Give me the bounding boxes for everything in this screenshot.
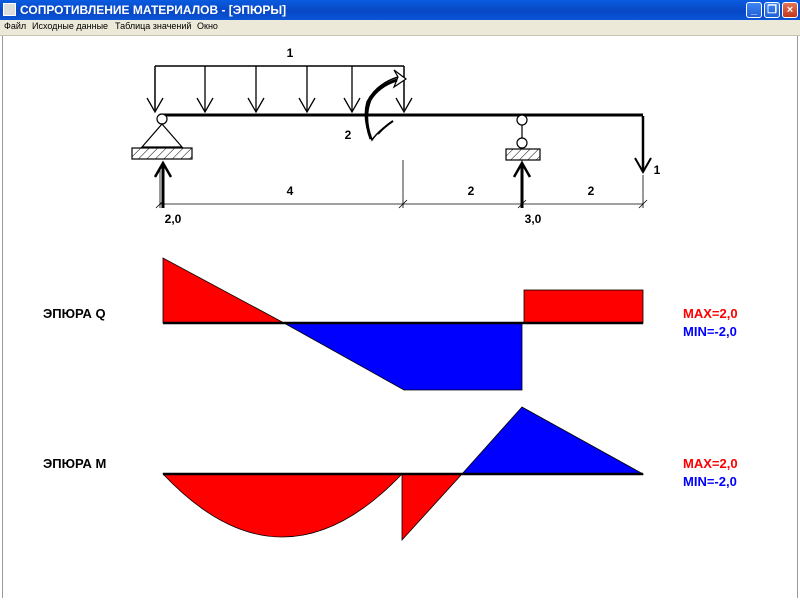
menu-values-table[interactable]: Таблица значений bbox=[115, 21, 192, 31]
window-title: СОПРОТИВЛЕНИЕ МАТЕРИАЛОВ - [ЭПЮРЫ] bbox=[20, 3, 287, 17]
menu-window[interactable]: Окно bbox=[197, 21, 218, 31]
m-positive-area-2 bbox=[401, 473, 463, 542]
reaction-label-left: 2,0 bbox=[165, 212, 182, 226]
menu-input-data[interactable]: Исходные данные bbox=[32, 21, 109, 31]
span-label-3: 2 bbox=[588, 184, 595, 198]
close-button[interactable]: × bbox=[782, 2, 798, 18]
app-icon[interactable] bbox=[3, 3, 16, 16]
m-negative-area bbox=[461, 406, 645, 475]
diagram-q-min: MIN=-2,0 bbox=[683, 324, 737, 339]
point-force-label: 1 bbox=[654, 163, 661, 177]
beam-scheme: 1 2 bbox=[131, 46, 661, 226]
diagram-q-title: ЭПЮРА Q bbox=[43, 306, 106, 321]
q-negative-area bbox=[282, 322, 523, 391]
diagram-m-min: MIN=-2,0 bbox=[683, 474, 737, 489]
moment-arrow-icon bbox=[364, 69, 408, 142]
menu-bar: Файл Исходные данные Таблица значений Ок… bbox=[0, 20, 800, 36]
q-positive-area-1 bbox=[162, 257, 285, 324]
pinned-support-left bbox=[131, 113, 193, 160]
reaction-label-right: 3,0 bbox=[525, 212, 542, 226]
q-positive-area-2 bbox=[523, 289, 644, 324]
distributed-load-arrows bbox=[146, 66, 413, 114]
diagram-q-max: MAX=2,0 bbox=[683, 306, 738, 321]
roller-support-right bbox=[505, 114, 541, 161]
span-label-1: 4 bbox=[287, 184, 294, 198]
moment-label: 2 bbox=[345, 128, 352, 142]
point-force-arrow-icon bbox=[634, 116, 652, 175]
menu-file[interactable]: Файл bbox=[4, 21, 27, 31]
restore-button[interactable]: ❐ bbox=[764, 2, 780, 18]
diagram-m-title: ЭПЮРА М bbox=[43, 456, 106, 471]
span-label-2: 2 bbox=[468, 184, 475, 198]
diagram-m: ЭПЮРА М MAX=2,0 MIN=-2,0 bbox=[43, 406, 738, 542]
title-bar[interactable]: СОПРОТИВЛЕНИЕ МАТЕРИАЛОВ - [ЭПЮРЫ] _ ❐ × bbox=[0, 0, 800, 20]
m-positive-area-1 bbox=[162, 473, 403, 538]
diagram-q: ЭПЮРА Q MAX=2,0 MIN=-2,0 bbox=[43, 257, 738, 391]
diagram-m-max: MAX=2,0 bbox=[683, 456, 738, 471]
distributed-load-label: 1 bbox=[287, 46, 294, 60]
client-area bbox=[2, 36, 798, 598]
minimize-button[interactable]: _ bbox=[746, 2, 762, 18]
dimension-line bbox=[155, 160, 648, 209]
